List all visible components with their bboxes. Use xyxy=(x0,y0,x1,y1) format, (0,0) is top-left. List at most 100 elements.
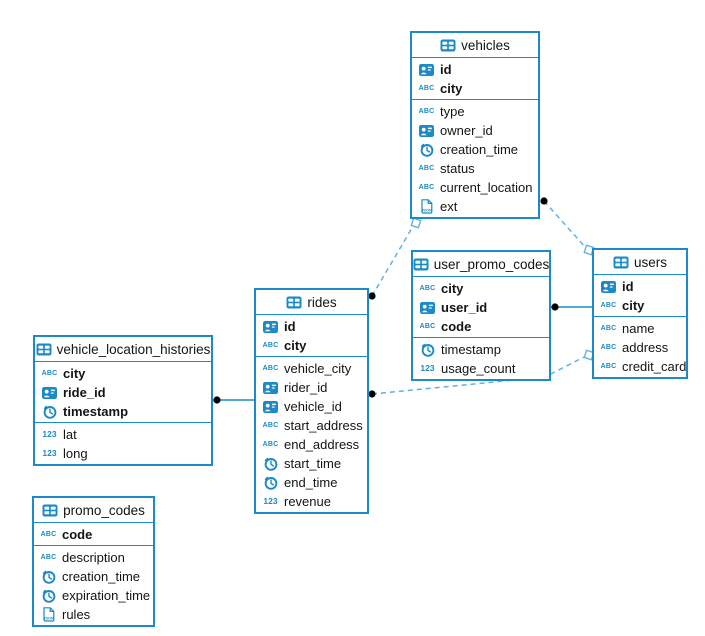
number-type-icon: 123 xyxy=(42,429,57,439)
field-rides-city[interactable]: ABC city xyxy=(262,338,307,353)
primary-key-section: ABC code xyxy=(34,523,153,545)
id-type-icon xyxy=(417,63,436,76)
time-type-icon xyxy=(39,589,58,603)
field-user_promo_codes-city[interactable]: ABC city xyxy=(419,281,464,296)
json-type-icon: JSON xyxy=(39,607,58,622)
primary-key-section: id ABC city xyxy=(256,315,367,356)
field-vehicles-creation_time[interactable]: creation_time xyxy=(412,140,538,159)
table-users[interactable]: users id ABC city ABC name ABC address A… xyxy=(592,248,688,379)
text-type-icon: ABC xyxy=(600,344,617,351)
field-promo_codes-rules[interactable]: JSON rules xyxy=(34,605,153,624)
field-promo_codes-code[interactable]: ABC code xyxy=(40,527,93,542)
table-header[interactable]: users xyxy=(594,250,686,275)
field-users-credit_card[interactable]: ABC credit_card xyxy=(600,359,687,374)
text-type-icon: ABC xyxy=(419,285,436,292)
field-rides-id[interactable]: id xyxy=(256,317,367,336)
table-icon xyxy=(286,296,302,309)
field-promo_codes-description[interactable]: ABC description xyxy=(40,550,125,565)
field-rides-end_address[interactable]: ABC end_address xyxy=(262,437,360,452)
table-header[interactable]: user_promo_codes xyxy=(413,252,549,277)
primary-key-section: id ABC city xyxy=(412,58,538,99)
field-users-name[interactable]: ABC name xyxy=(600,321,655,336)
field-vehicle_location_histories-ride_id[interactable]: ride_id xyxy=(35,383,211,402)
text-type-icon: ABC xyxy=(41,370,58,377)
primary-key-section: ABC city ride_id timestamp xyxy=(35,362,211,422)
columns-section: ABC description creation_time expiration… xyxy=(34,545,153,625)
field-vehicles-owner_id[interactable]: owner_id xyxy=(412,121,538,140)
field-vehicles-ext[interactable]: JSON ext xyxy=(412,197,538,216)
field-vehicles-type[interactable]: ABC type xyxy=(418,104,465,119)
table-title: promo_codes xyxy=(63,502,145,518)
text-type-icon: ABC xyxy=(262,365,279,372)
field-vehicles-id[interactable]: id xyxy=(412,60,538,79)
table-header[interactable]: vehicles xyxy=(412,33,538,58)
table-header[interactable]: rides xyxy=(256,290,367,315)
table-title: user_promo_codes xyxy=(433,256,550,272)
json-type-icon: JSON xyxy=(417,199,436,214)
table-header[interactable]: promo_codes xyxy=(34,498,153,523)
field-rides-revenue[interactable]: 123 revenue xyxy=(256,492,367,511)
primary-key-section: ABC city user_id ABC code xyxy=(413,277,549,337)
field-user_promo_codes-user_id[interactable]: user_id xyxy=(413,298,549,317)
field-rides-start_address[interactable]: ABC start_address xyxy=(262,418,363,433)
field-users-id[interactable]: id xyxy=(594,277,686,296)
text-type-icon: ABC xyxy=(419,323,436,330)
field-vehicle_location_histories-timestamp[interactable]: timestamp xyxy=(35,402,211,421)
text-type-icon: ABC xyxy=(600,302,617,309)
text-type-icon: ABC xyxy=(418,85,435,92)
field-rides-vehicle_city[interactable]: ABC vehicle_city xyxy=(262,361,352,376)
table-header[interactable]: vehicle_location_histories xyxy=(35,337,211,362)
table-vehicle_location_histories[interactable]: vehicle_location_histories ABC city ride… xyxy=(33,335,213,466)
table-promo_codes[interactable]: promo_codes ABC code ABC description cre… xyxy=(32,496,155,627)
columns-section: ABC vehicle_city rider_id vehicle_id ABC… xyxy=(256,356,367,512)
relation-vehicles-to-users[interactable] xyxy=(543,200,587,249)
field-vehicles-status[interactable]: ABC status xyxy=(418,161,475,176)
time-type-icon xyxy=(261,476,280,490)
table-vehicles[interactable]: vehicles id ABC city ABC type owner_id c… xyxy=(410,31,540,219)
field-rides-start_time[interactable]: start_time xyxy=(256,454,367,473)
text-type-icon: ABC xyxy=(600,325,617,332)
table-icon xyxy=(36,343,52,356)
time-type-icon xyxy=(261,457,280,471)
svg-text:JSON: JSON xyxy=(421,207,432,212)
field-rides-end_time[interactable]: end_time xyxy=(256,473,367,492)
text-type-icon: ABC xyxy=(600,363,617,370)
table-user_promo_codes[interactable]: user_promo_codes ABC city user_id ABC co… xyxy=(411,250,551,381)
field-vehicles-current_location[interactable]: ABC current_location xyxy=(418,180,533,195)
time-type-icon xyxy=(418,343,437,357)
field-rides-rider_id[interactable]: rider_id xyxy=(256,378,367,397)
time-type-icon xyxy=(417,143,436,157)
relation-endpoint-square xyxy=(410,217,422,229)
field-users-city[interactable]: ABC city xyxy=(600,298,645,313)
field-user_promo_codes-usage_count[interactable]: 123 usage_count xyxy=(413,359,549,378)
time-type-icon xyxy=(39,570,58,584)
text-type-icon: ABC xyxy=(262,441,279,448)
field-vehicles-city[interactable]: ABC city xyxy=(418,81,463,96)
text-type-icon: ABC xyxy=(418,165,435,172)
id-type-icon xyxy=(599,280,618,293)
field-rides-vehicle_id[interactable]: vehicle_id xyxy=(256,397,367,416)
id-type-icon xyxy=(40,386,59,399)
number-type-icon: 123 xyxy=(263,496,278,506)
relation-endpoint-dot xyxy=(551,303,559,311)
field-promo_codes-creation_time[interactable]: creation_time xyxy=(34,567,153,586)
field-promo_codes-expiration_time[interactable]: expiration_time xyxy=(34,586,153,605)
field-users-address[interactable]: ABC address xyxy=(600,340,669,355)
field-vehicle_location_histories-city[interactable]: ABC city xyxy=(41,366,86,381)
time-type-icon xyxy=(40,405,59,419)
field-user_promo_codes-timestamp[interactable]: timestamp xyxy=(413,340,549,359)
text-type-icon: ABC xyxy=(262,422,279,429)
text-type-icon: ABC xyxy=(40,531,57,538)
id-type-icon xyxy=(418,301,437,314)
field-user_promo_codes-code[interactable]: ABC code xyxy=(419,319,472,334)
columns-section: timestamp 123 usage_count xyxy=(413,337,549,379)
id-type-icon xyxy=(417,124,436,137)
table-icon xyxy=(440,39,456,52)
table-rides[interactable]: rides id ABC city ABC vehicle_city rider… xyxy=(254,288,369,514)
field-vehicle_location_histories-lat[interactable]: 123 lat xyxy=(35,425,211,444)
id-type-icon xyxy=(261,320,280,333)
relation-rides-to-vehicles[interactable] xyxy=(371,227,413,297)
text-type-icon: ABC xyxy=(262,342,279,349)
field-vehicle_location_histories-long[interactable]: 123 long xyxy=(35,444,211,463)
columns-section: ABC type owner_id creation_time ABC stat… xyxy=(412,99,538,217)
